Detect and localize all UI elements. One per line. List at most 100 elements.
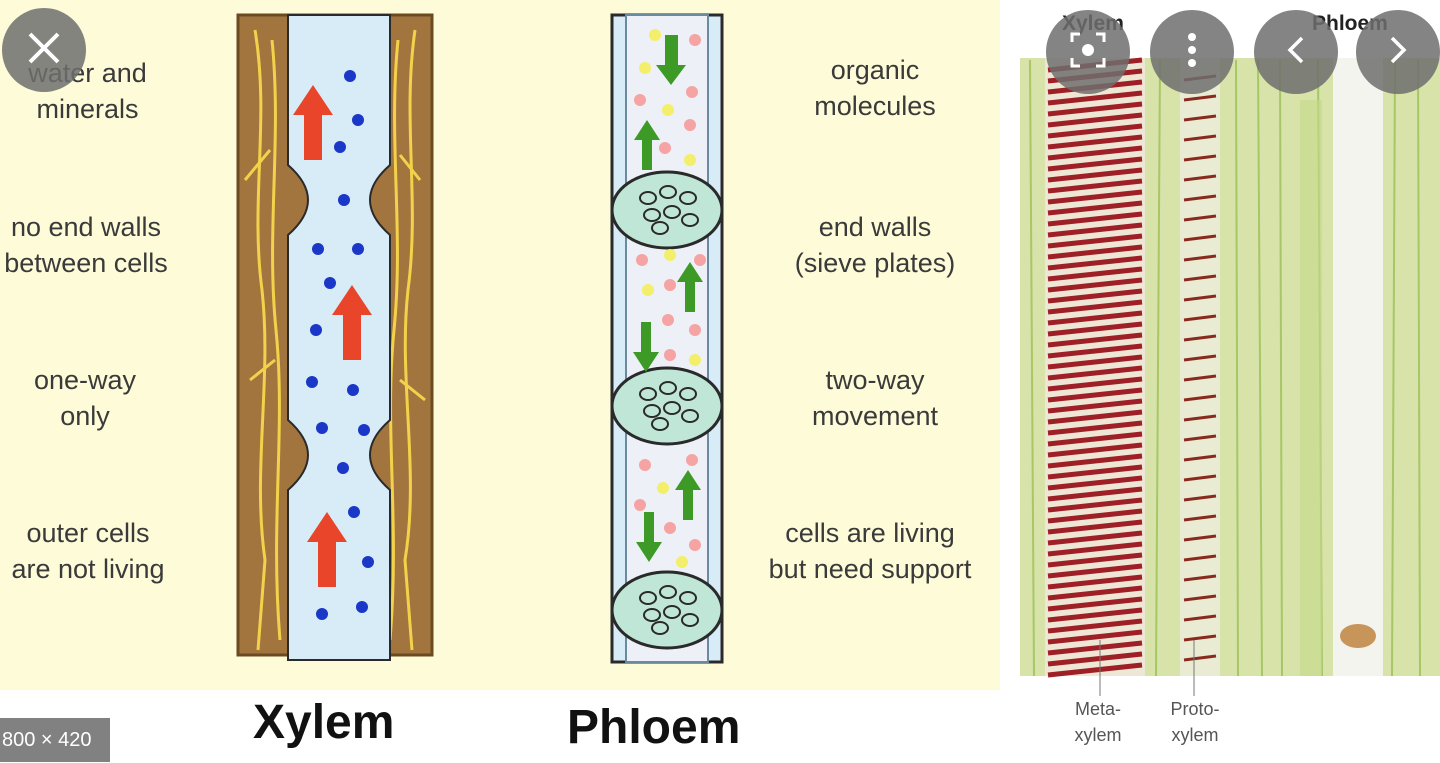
metaxylem-ring [1047, 310, 1143, 326]
metaxylem-ring [1047, 123, 1143, 139]
metaxylem-ring [1047, 233, 1143, 249]
phloem-vessel [1333, 58, 1383, 676]
metaxylem-ring [1047, 464, 1143, 480]
metaxylem-ring [1047, 607, 1143, 623]
metaxylem-ring [1047, 387, 1143, 403]
chevron-right-icon [1386, 35, 1410, 70]
metaxylem-ring [1047, 244, 1143, 260]
xylem-label-outercells: outer cells are not living [11, 518, 165, 584]
metaxylem-ring [1047, 167, 1143, 183]
protoxylem-ring [1183, 234, 1217, 242]
metaxylem-ring [1047, 90, 1143, 106]
protoxylem-ring [1183, 154, 1217, 162]
protoxylem-ring [1183, 614, 1217, 622]
phloem-label-living: cells are living but need support [768, 518, 972, 584]
protoxylem-ring [1183, 274, 1217, 282]
protoxylem-ring [1183, 354, 1217, 362]
metaxylem-ring [1047, 563, 1143, 579]
bottom-strip [0, 690, 1000, 763]
metaxylem-rings [1047, 57, 1143, 678]
next-button[interactable] [1356, 10, 1440, 94]
protoxylem-ring [1183, 374, 1217, 382]
metaxylem-ring [1047, 662, 1143, 678]
metaxylem-ring [1047, 508, 1143, 524]
protoxylem-ring [1183, 634, 1217, 642]
xylem-water-dots [306, 70, 374, 620]
protoxylem-ring [1183, 454, 1217, 462]
phloem-label-organic: organic molecules [814, 55, 936, 121]
metaxylem-ring [1047, 211, 1143, 227]
previous-button[interactable] [1254, 10, 1338, 94]
metaxylem-ring [1047, 585, 1143, 601]
sieve-plates [610, 170, 724, 650]
metaxylem-ring [1047, 332, 1143, 348]
image-size-badge: 800 × 420 [0, 718, 110, 762]
protoxylem-ring [1183, 414, 1217, 422]
red-arrow-1 [293, 85, 333, 160]
metaxylem-ring [1047, 629, 1143, 645]
protoxylem-ring [1183, 254, 1217, 262]
metaxylem-ring [1047, 486, 1143, 502]
green-arrow-up-1 [634, 120, 660, 170]
metaxylem-ring [1047, 145, 1143, 161]
metaxylem-ring [1047, 266, 1143, 282]
metaxylem-ring [1047, 651, 1143, 667]
metaxylem-ring [1047, 277, 1143, 293]
more-vertical-icon [1187, 32, 1197, 73]
metaxylem-ring [1047, 189, 1143, 205]
metaxylem-ring [1047, 596, 1143, 612]
protoxylem-ring [1183, 434, 1217, 442]
protoxylem-ring [1183, 314, 1217, 322]
diagram-panel: water and minerals no end walls between … [0, 0, 1000, 690]
protoxylem-vessel [1180, 58, 1220, 676]
metaxylem-ring [1047, 497, 1143, 513]
green-arrow-down-3 [636, 512, 662, 562]
metaxylem-ring [1047, 200, 1143, 216]
metaxylem-ring [1047, 343, 1143, 359]
red-arrow-3 [307, 512, 347, 587]
xylem-label-oneway: one-way only [33, 365, 137, 431]
metaxylem-ring [1047, 178, 1143, 194]
protoxylem-ring [1183, 394, 1217, 402]
green-arrow-up-2 [677, 262, 703, 312]
protoxylem-ring [1183, 114, 1217, 122]
phloem-title: Phloem [567, 701, 741, 754]
red-arrow-2 [332, 285, 372, 360]
metaxylem-ring [1047, 420, 1143, 436]
protoxylem-ring [1183, 174, 1217, 182]
protoxylem-ring [1183, 334, 1217, 342]
metaxylem-ring [1047, 101, 1143, 117]
metaxylem-ring [1047, 442, 1143, 458]
protoxylem-ring [1183, 294, 1217, 302]
xylem-label-water: water and minerals [28, 58, 147, 124]
xylem-title: Xylem [253, 696, 395, 749]
protoxylem-ring [1183, 534, 1217, 542]
metaxylem-ring [1047, 112, 1143, 128]
metaxylem-ring [1047, 299, 1143, 315]
protoxylem-ring [1183, 194, 1217, 202]
protoxylem-ring [1183, 554, 1217, 562]
protoxylem-ring [1183, 134, 1217, 142]
lens-button[interactable] [1046, 10, 1130, 94]
metaxylem-ring [1047, 530, 1143, 546]
protoxylem-ring [1183, 574, 1217, 582]
metaxylem-ring [1047, 519, 1143, 535]
close-button[interactable] [2, 8, 86, 92]
phloem-label-endwalls: end walls (sieve plates) [794, 212, 956, 278]
lens-icon [1068, 30, 1108, 75]
phloem-arrows [633, 35, 703, 562]
xylem-up-arrows [293, 85, 372, 587]
metaxylem-ring [1047, 640, 1143, 656]
more-button[interactable] [1150, 10, 1234, 94]
green-arrow-down-2 [633, 322, 659, 372]
close-icon [26, 30, 62, 71]
metaxylem-ring [1047, 376, 1143, 392]
metaxylem-ring [1047, 288, 1143, 304]
xylem-cell-lines [243, 29, 426, 651]
metaxylem-ring [1047, 365, 1143, 381]
metaxylem-label: Meta- xylem [1074, 699, 1122, 745]
xylem-phloem-diagram [236, 13, 724, 664]
metaxylem-ring [1047, 409, 1143, 425]
metaxylem-ring [1047, 552, 1143, 568]
metaxylem-ring [1047, 398, 1143, 414]
